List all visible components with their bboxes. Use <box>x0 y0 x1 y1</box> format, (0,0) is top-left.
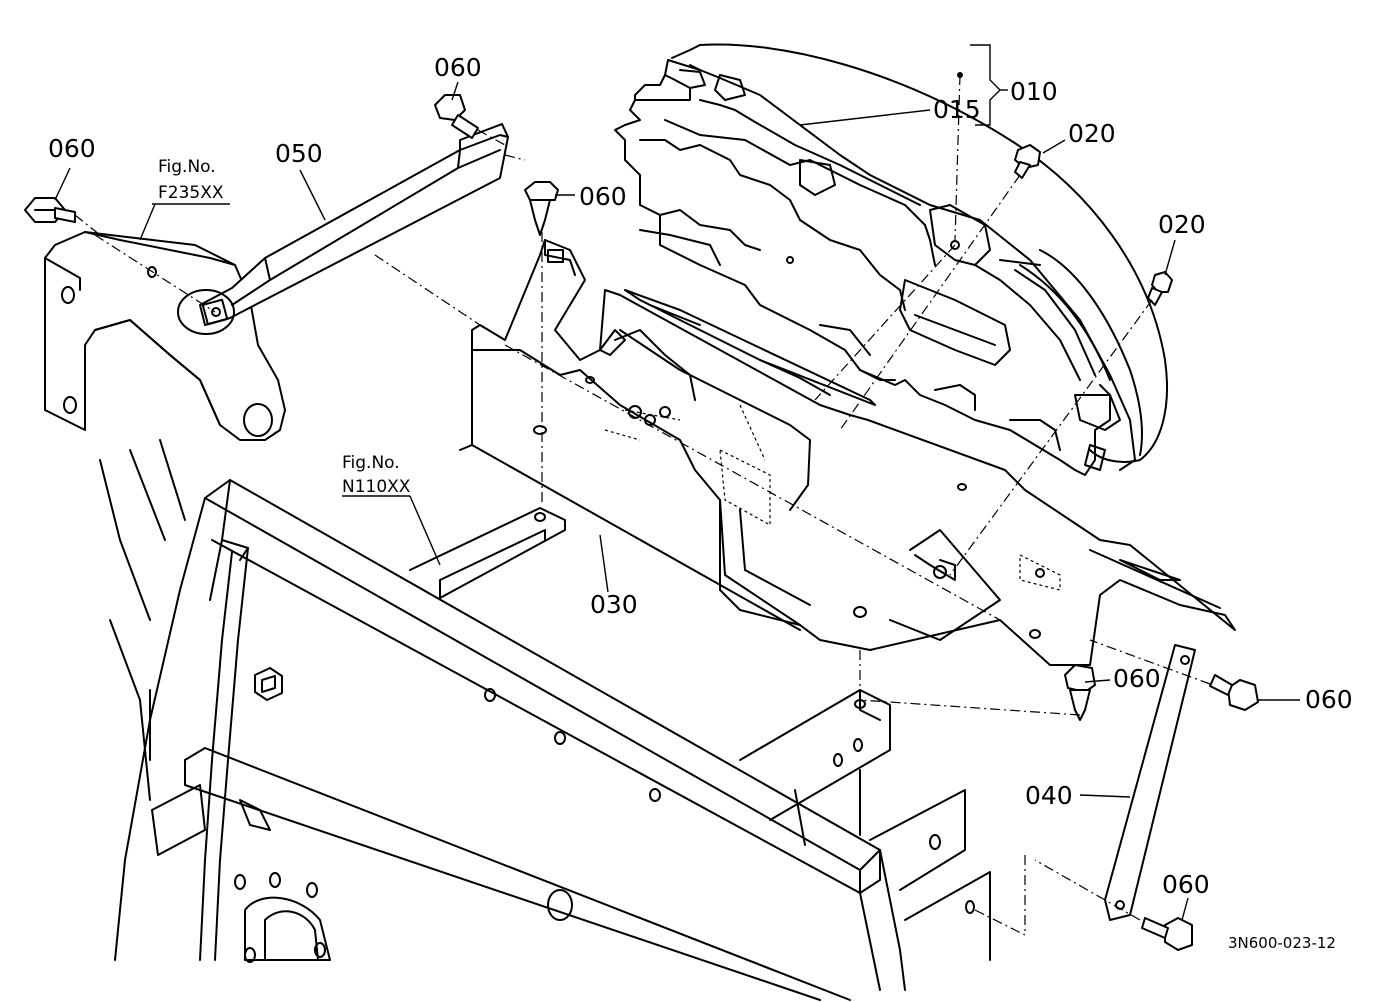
part-030-bracket <box>459 239 1236 666</box>
label-060-f: 060 <box>1162 870 1210 899</box>
bolt-060-d <box>1064 664 1096 721</box>
ref-f235-prefix: Fig.No. <box>158 157 216 177</box>
bolt-060-e <box>1209 674 1259 711</box>
label-060-a: 060 <box>48 134 96 163</box>
screw-020-a <box>1014 144 1041 179</box>
part-050-stay <box>177 123 509 335</box>
label-060-d: 060 <box>1113 664 1161 693</box>
label-030: 030 <box>590 590 638 619</box>
bolt-060-a <box>24 197 76 223</box>
label-020-b: 020 <box>1158 210 1206 239</box>
alignment-lines <box>74 74 1211 936</box>
ref-f235-code: F235XX <box>158 183 224 203</box>
leader-lines <box>54 81 1300 921</box>
ref-n110-code: N110XX <box>342 477 411 497</box>
label-010: 010 <box>1010 77 1058 106</box>
label-050: 050 <box>275 139 323 168</box>
panel-frame <box>99 439 991 1001</box>
label-020-a: 020 <box>1068 119 1116 148</box>
label-015: 015 <box>933 95 981 124</box>
label-060-e: 060 <box>1305 685 1353 714</box>
bolt-060-f <box>1141 917 1193 951</box>
label-060-b: 060 <box>434 53 482 82</box>
ref-n110-prefix: Fig.No. <box>342 453 400 473</box>
drawing-id: 3N600-023-12 <box>1228 934 1336 952</box>
bolt-060-b <box>434 94 479 139</box>
part-labels: 010 015 020 020 030 040 050 060 060 060 … <box>48 53 1353 952</box>
label-060-c: 060 <box>579 182 627 211</box>
part-015-meter <box>614 43 1168 476</box>
label-040: 040 <box>1025 781 1073 810</box>
assembly-bracket-010 <box>957 44 1008 126</box>
bolt-060-c <box>524 181 559 236</box>
side-bracket <box>44 231 286 441</box>
